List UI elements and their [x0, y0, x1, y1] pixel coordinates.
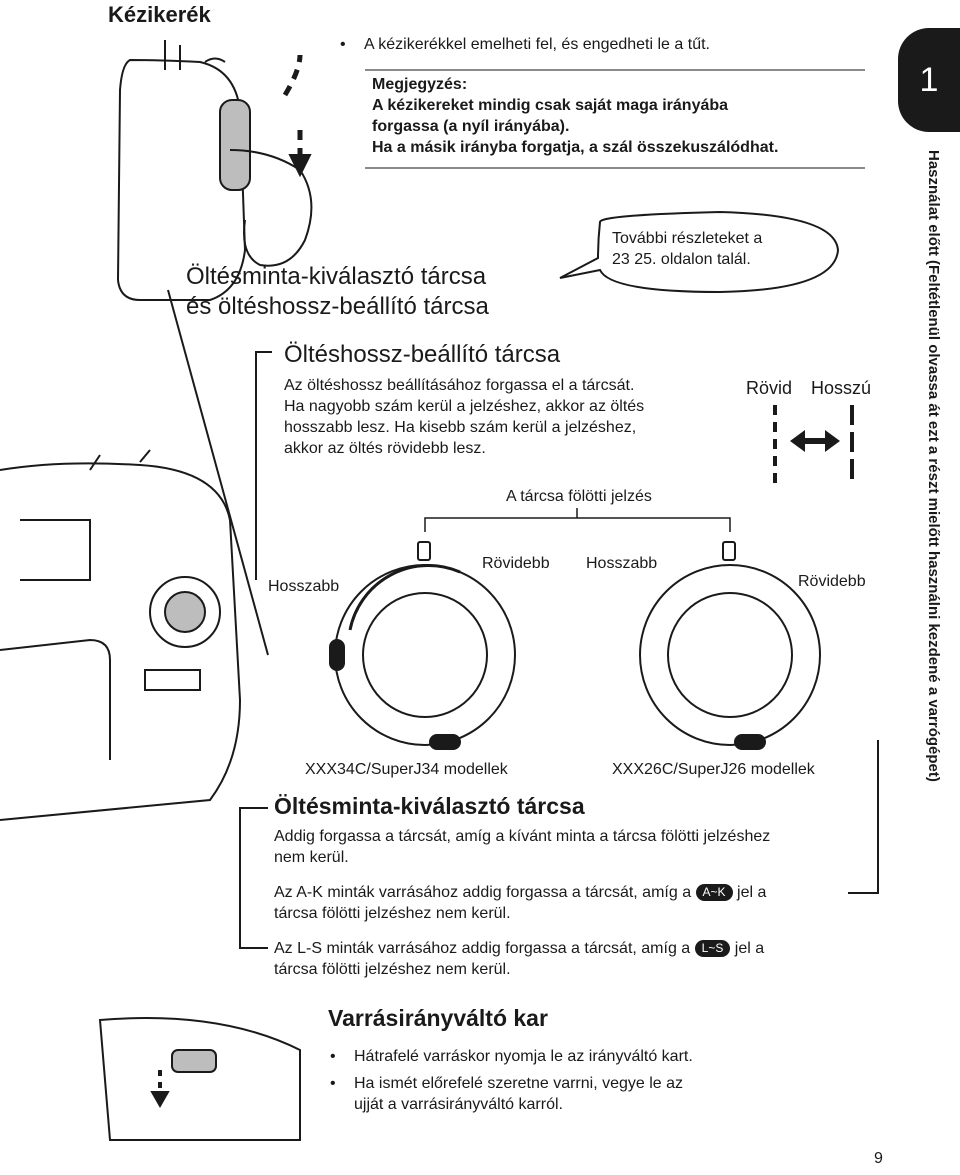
right-dial-shorter-label: Rövidebb — [798, 573, 866, 590]
reverse-bullet-2-line-2: ujját a varrásirányváltó karról. — [354, 1096, 563, 1113]
dial-section-title-line-2: és öltéshossz-beállító tárcsa — [186, 293, 489, 320]
callout-bubble — [559, 210, 840, 294]
note-line-3: Ha a másik irányba forgatja, a szál össz… — [372, 139, 779, 156]
pattern-p1-line-2: nem kerül. — [274, 849, 349, 866]
right-dial-longer-label: Hosszabb — [586, 555, 658, 572]
callout-text: További részleteket a 23 25. oldalon tal… — [612, 228, 762, 270]
pattern-p2-before: Az A-K minták varrásához addig forgassa … — [274, 884, 692, 901]
stitch-length-line-1: Az öltéshossz beállításához forgassa el … — [284, 377, 635, 394]
label-short: Rövid — [746, 378, 793, 398]
stitch-length-title: Öltéshossz-beállító tárcsa — [284, 341, 561, 368]
handwheel-bullets: A kézikerékkel emelheti fel, és engedhet… — [338, 34, 878, 61]
left-dial-shorter-label: Rövidebb — [482, 555, 550, 572]
double-arrow-icon — [790, 430, 840, 452]
stitch-length-line-2: Ha nagyobb szám kerül a jelzéshez, akkor… — [284, 398, 645, 415]
reverse-bullet-2-line-1: Ha ismét előrefelé szeretne varrni, vegy… — [354, 1075, 684, 1092]
pattern-p2-line-2: tárcsa fölötti jelzéshez nem kerül. — [274, 905, 511, 922]
right-dial-illustration — [639, 541, 821, 750]
callout-line-1: További részleteket a — [612, 230, 763, 247]
reverse-bullet-2: Ha ismét előrefelé szeretne varrni, vegy… — [328, 1073, 808, 1115]
pattern-p3-line-1: Az L-S minták varrásához addig forgassa … — [274, 938, 864, 959]
stitch-length-line-4: akkor az öltés rövidebb lesz. — [284, 440, 486, 457]
note-line-2: forgassa (a nyíl irányába). — [372, 118, 570, 135]
note-title: Megjegyzés: — [372, 76, 468, 93]
reverse-bullets: Hátrafelé varráskor nyomja le az irányvá… — [328, 1046, 808, 1121]
reverse-lever-illustration — [98, 1017, 301, 1141]
pattern-p3-line-2: tárcsa fölötti jelzéshez nem kerül. — [274, 961, 511, 978]
pattern-bracket — [239, 807, 268, 949]
dial-section-title-line-1: Öltésminta-kiválasztó tárcsa — [186, 263, 487, 290]
model-right-label: XXX26C/SuperJ26 modellek — [612, 761, 815, 778]
machine-body-illustration — [0, 449, 242, 821]
reverse-bullet-1: Hátrafelé varráskor nyomja le az irányvá… — [328, 1046, 808, 1067]
left-dial-longer-label: Hosszabb — [268, 578, 340, 595]
reverse-lever-title: Varrásirányváltó kar — [328, 1005, 548, 1031]
chapter-side-text: Használat előtt (Feltétlenül olvassa át … — [925, 150, 942, 782]
handwheel-bullet: A kézikerékkel emelheti fel, és engedhet… — [338, 34, 878, 55]
pattern-p2-after: jel a — [737, 884, 767, 901]
pattern-p1-line-1: Addig forgassa a tárcsát, amíg a kívánt … — [274, 828, 771, 845]
note-block: Megjegyzés: A kézikereket mindig csak sa… — [372, 74, 778, 158]
stitch-length-bracket — [255, 351, 272, 580]
callout-line-2: 23 25. oldalon talál. — [612, 251, 751, 268]
connector-line — [167, 289, 269, 656]
indicator-label: A tárcsa fölötti jelzés — [506, 488, 652, 505]
model-left-label: XXX34C/SuperJ34 modellek — [305, 761, 508, 778]
a-k-badge: A~K — [695, 884, 733, 901]
left-dial-illustration — [329, 541, 516, 750]
handwheel-illustration — [116, 40, 313, 301]
dial-section-title: Öltésminta-kiválasztó tárcsa és öltéshos… — [186, 262, 489, 322]
page-number: 9 — [874, 1150, 883, 1167]
indicator-bracket — [424, 508, 731, 532]
pattern-p2-line-1: Az A-K minták varrásához addig forgassa … — [274, 882, 864, 903]
pattern-p3-after: jel a — [734, 940, 765, 957]
pattern-dial-text: Addig forgassa a tárcsát, amíg a kívánt … — [274, 826, 864, 980]
pattern-p3-before: Az L-S minták varrásához addig forgassa … — [274, 940, 691, 957]
stitch-length-line-3: hosszabb lesz. Ha kisebb szám kerül a je… — [284, 419, 637, 436]
l-s-badge: L~S — [694, 940, 731, 957]
short-long-dashes — [773, 405, 854, 485]
note-line-1: A kézikereket mindig csak saját maga irá… — [372, 97, 729, 114]
label-long: Hosszú — [811, 378, 872, 398]
handwheel-title: Kézikerék — [108, 2, 211, 27]
chapter-tab: 1 — [898, 28, 960, 132]
pattern-right-bracket — [848, 740, 879, 894]
stitch-length-text: Az öltéshossz beállításához forgassa el … — [284, 375, 734, 459]
pattern-dial-title: Öltésminta-kiválasztó tárcsa — [274, 793, 585, 819]
